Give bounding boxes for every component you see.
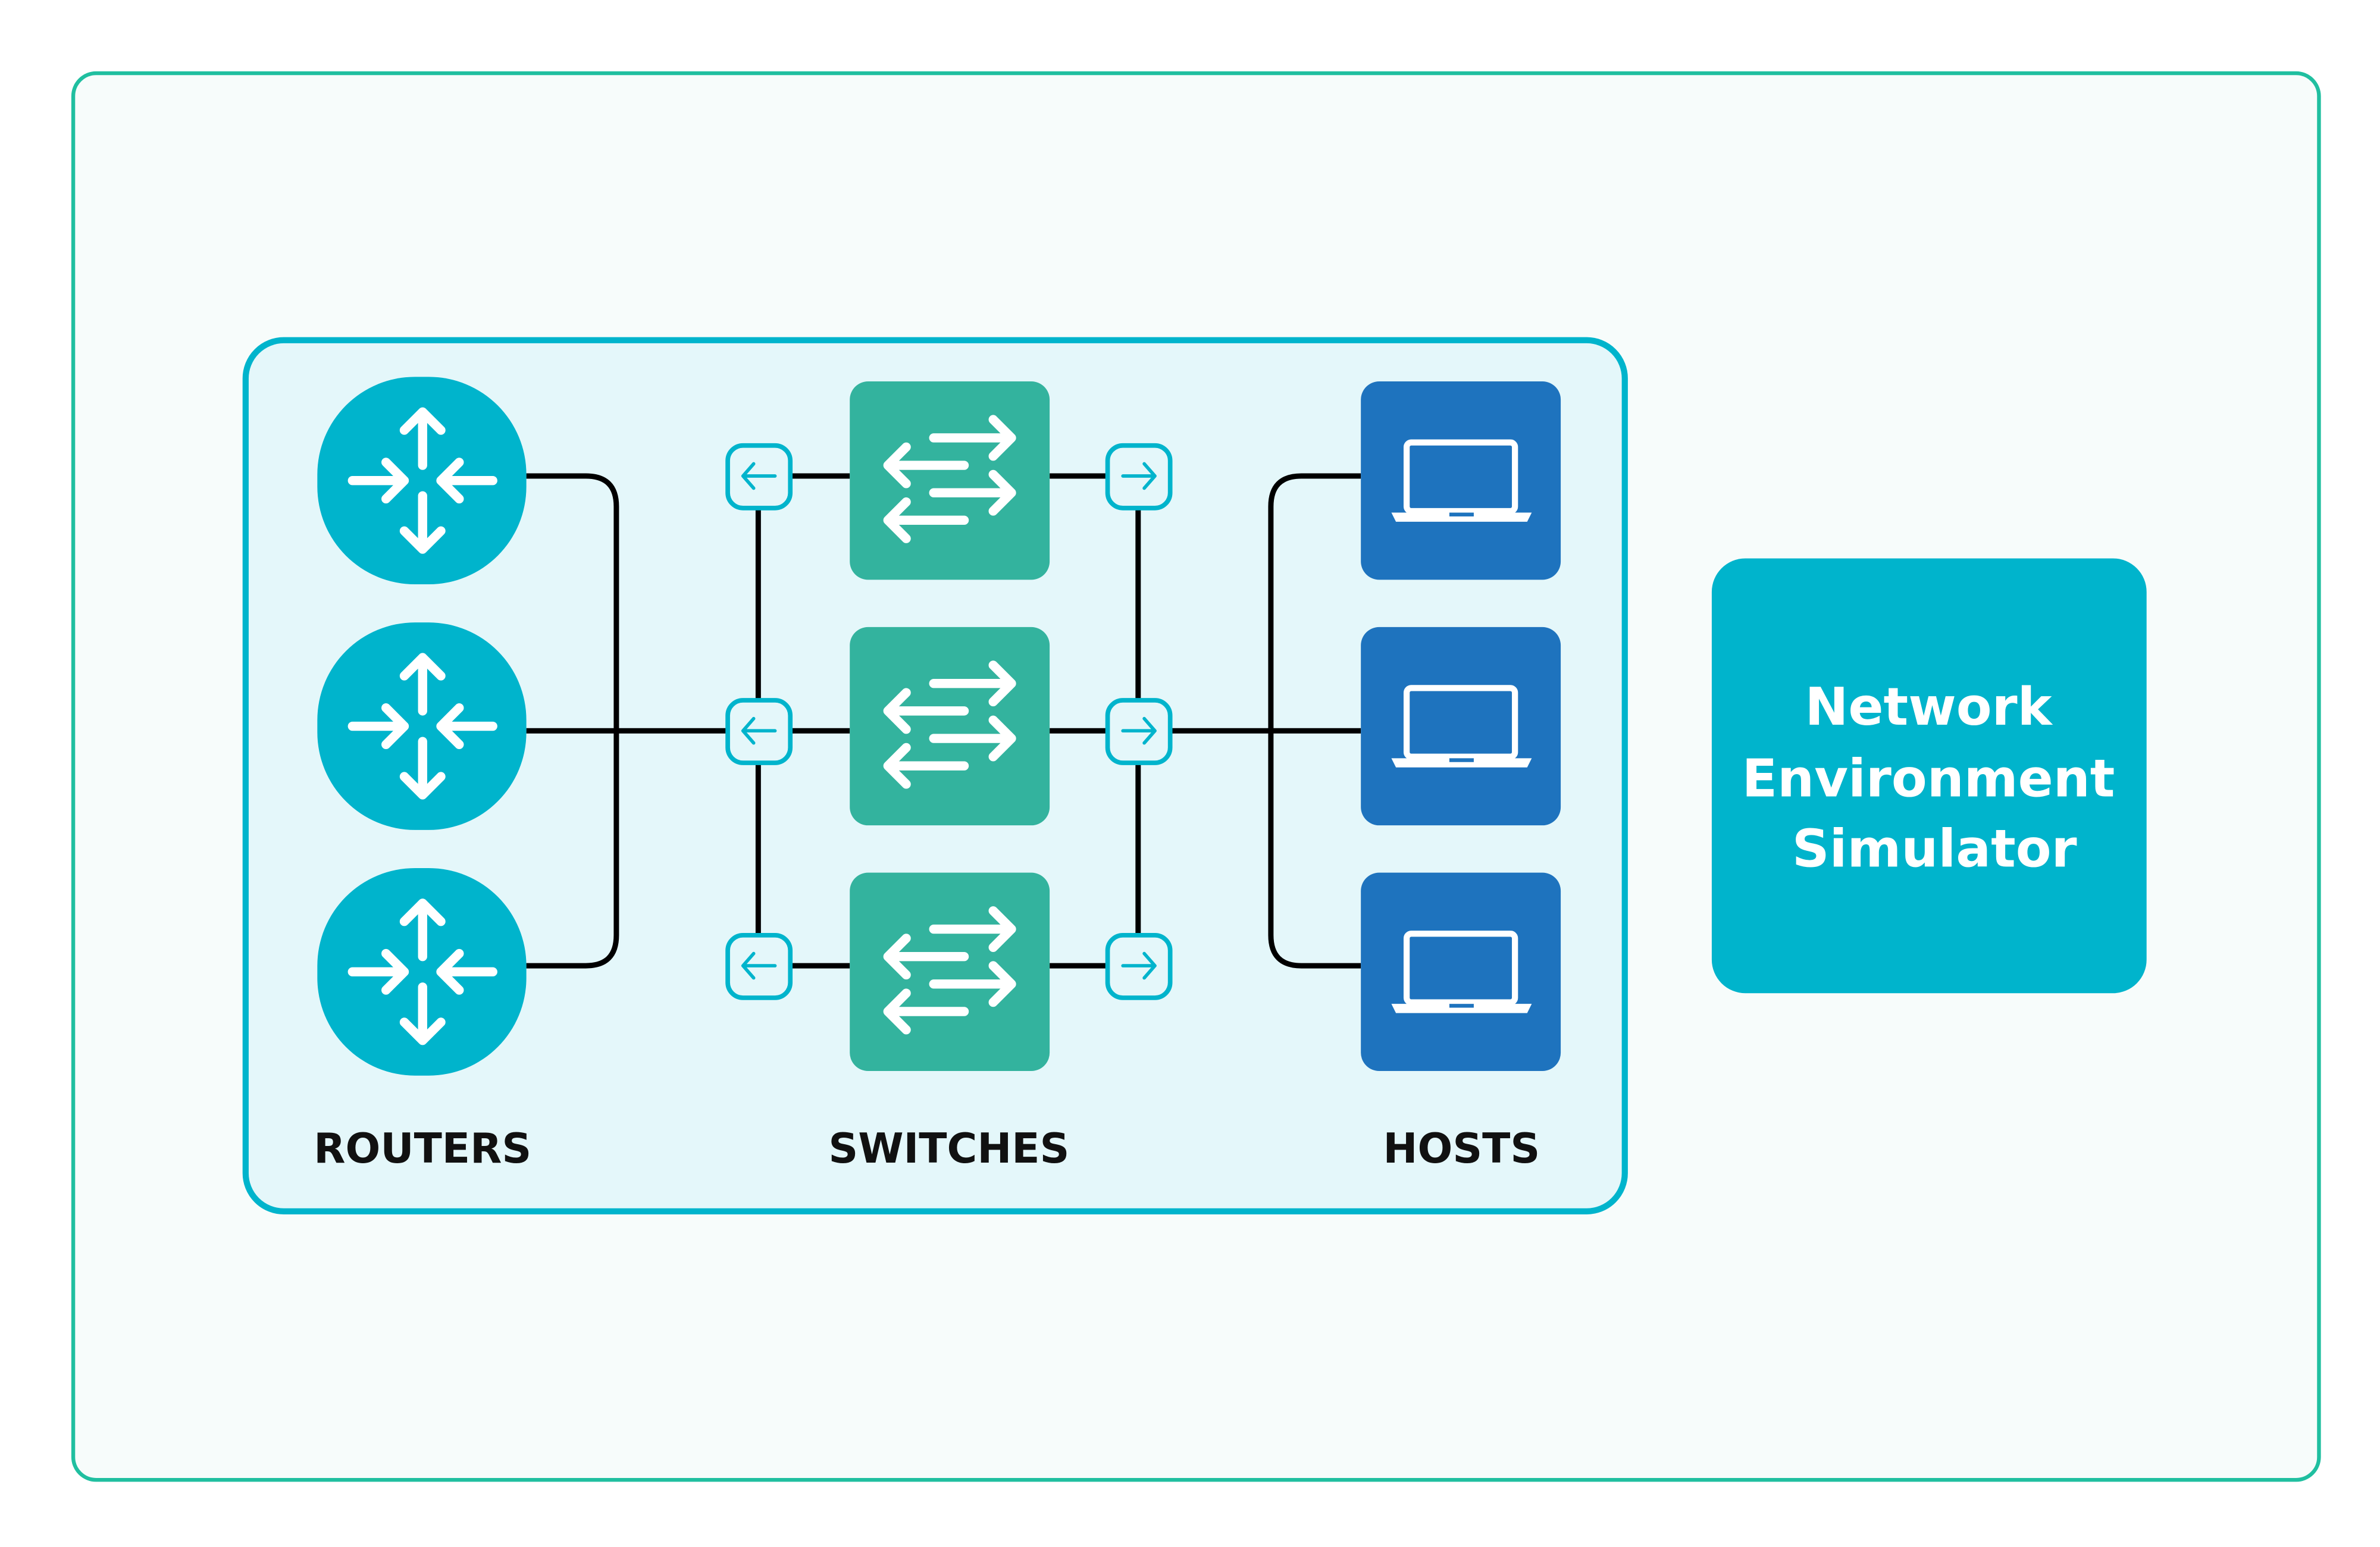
switch-2 [850,627,1050,826]
router-1 [317,377,527,585]
hosts-label: HOSTS [1383,1125,1540,1173]
arrow-left-icon [741,716,777,745]
arrow-right-icon [1121,716,1157,745]
arrow-left-icon [741,462,777,490]
simulator-line-3: Simulator [1792,818,2077,879]
arrow-left-icon [741,951,777,980]
host-2 [1361,627,1561,826]
switch-3 [850,872,1050,1071]
switch-out-port-2 [1105,698,1173,765]
network-environment-simulator: Network Environment Simulator [1711,558,2147,994]
arrow-right-icon [1121,951,1157,980]
simulator-line-1: Network [1805,677,2053,737]
laptop-icon [1391,439,1532,522]
router-icon [347,653,497,800]
routers-label: ROUTERS [314,1125,531,1173]
router-3 [317,868,527,1076]
arrow-right-icon [1121,462,1157,490]
simulator-line-2: Environment [1742,748,2115,809]
laptop-icon [1391,685,1532,768]
switch-out-port-1 [1105,443,1173,511]
laptop-icon [1391,931,1532,1013]
switch-out-port-3 [1105,932,1173,1000]
switch-in-port-2 [725,698,793,765]
router-icon [347,898,497,1045]
switch-1 [850,381,1050,580]
router-2 [317,622,527,830]
router-icon [347,407,497,554]
switch-arrows-icon [883,415,1016,543]
switch-in-port-3 [725,932,793,1000]
switch-in-port-1 [725,443,793,511]
switch-arrows-icon [883,660,1016,789]
switches-label: SWITCHES [828,1125,1069,1173]
host-3 [1361,872,1561,1071]
switch-arrows-icon [883,906,1016,1035]
host-1 [1361,381,1561,580]
